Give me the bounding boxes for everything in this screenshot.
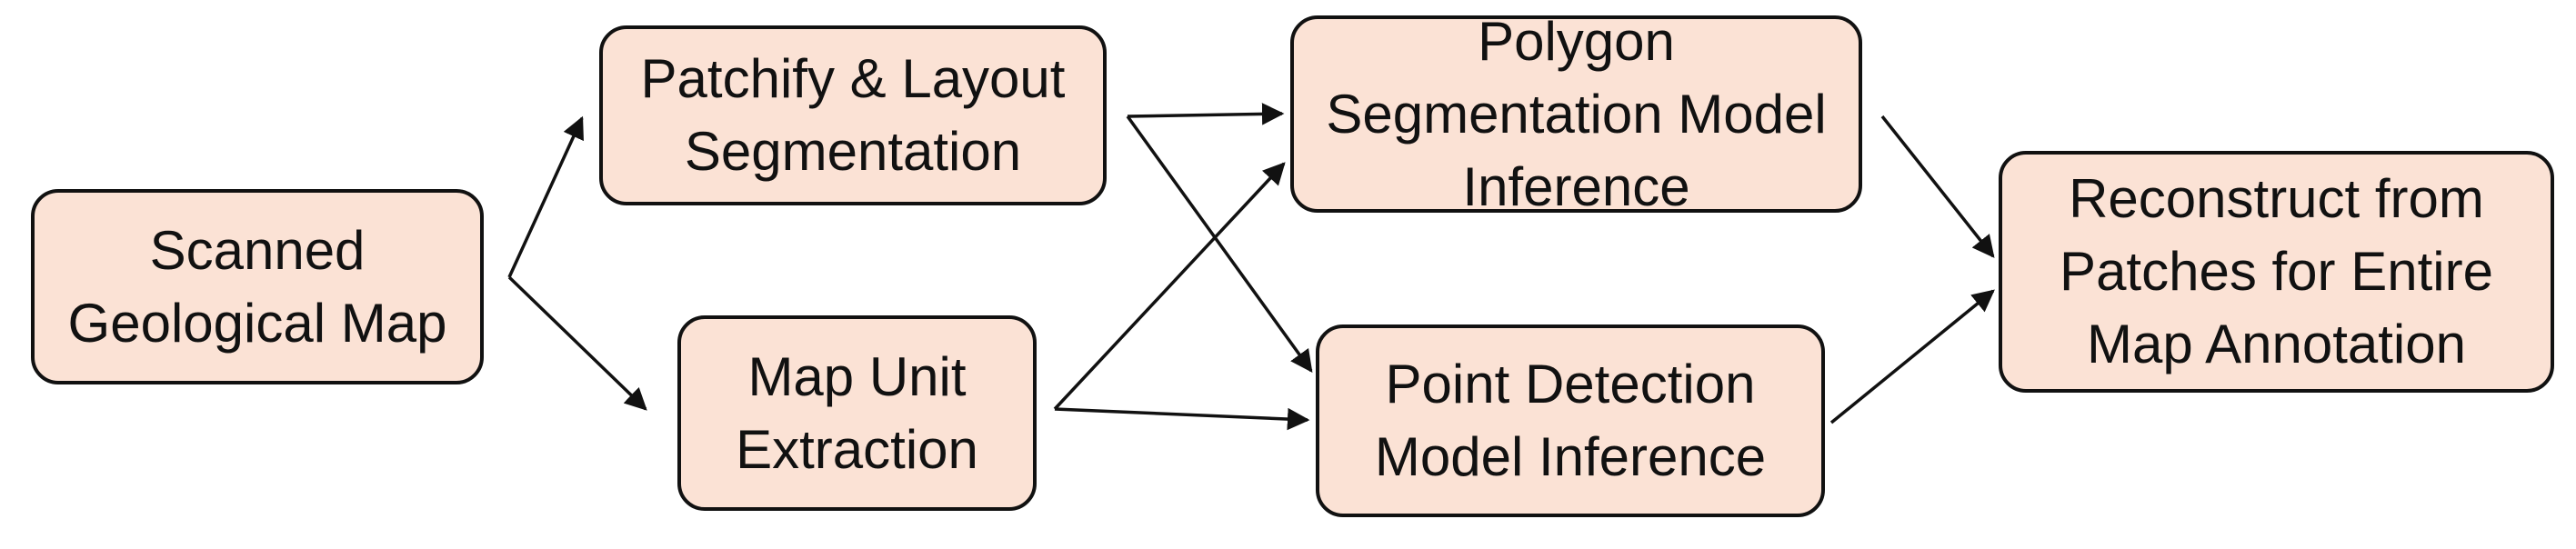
arrow-mapunit-to-point (1054, 407, 1310, 431)
arrow-patchify-to-polygon (1127, 103, 1285, 125)
node-map-unit-extraction: Map Unit Extraction (677, 315, 1037, 511)
arrow-polygon-to-reconstruct (1880, 115, 1995, 258)
node-reconstruct-map-annotation: Reconstruct from Patches for Entire Map … (1999, 151, 2554, 393)
node-scanned-geological-map: Scanned Geological Map (31, 189, 484, 384)
arrow-mapunit-to-polygon (1053, 162, 1286, 411)
arrow-scanned-to-mapunit (507, 275, 647, 411)
node-polygon-segmentation-inference: Polygon Segmentation Model Inference (1290, 11, 1862, 217)
arrow-scanned-to-patchify (507, 115, 584, 278)
node-point-detection-inference: Point Detection Model Inference (1316, 324, 1825, 517)
node-patchify-layout-segmentation: Patchify & Layout Segmentation (599, 25, 1107, 205)
arrow-patchify-to-point (1126, 115, 1313, 373)
arrow-point-to-reconstruct (1829, 289, 1995, 424)
